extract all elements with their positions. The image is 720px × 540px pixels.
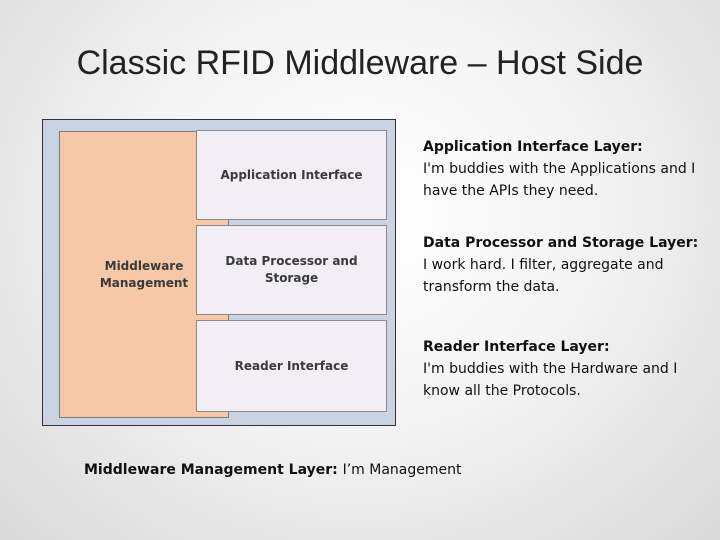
description-text: I work hard. I filter, aggregate and tra…: [423, 257, 664, 295]
data-processor-storage-block: Data Processor and Storage: [196, 225, 387, 315]
middleware-management-label: Middleware Management: [100, 258, 188, 292]
application-interface-block: Application Interface: [196, 130, 387, 220]
description-text: I'm buddies with the Applications and I …: [423, 161, 696, 199]
management-layer-note: Middleware Management Layer: I’m Managem…: [84, 462, 461, 478]
description-text: I'm buddies with the Hardware and I know…: [423, 361, 678, 399]
application-interface-label: Application Interface: [220, 167, 363, 182]
management-label-line1: Middleware: [104, 258, 184, 273]
data-processor-storage-label: Data Processor and Storage: [225, 254, 358, 285]
description-heading: Reader Interface Layer:: [423, 339, 610, 355]
management-label-line2: Management: [99, 275, 189, 290]
data-processor-description: Data Processor and Storage Layer: I work…: [423, 232, 703, 298]
reader-interface-label: Reader Interface: [234, 358, 349, 373]
slide-title: Classic RFID Middleware – Host Side: [76, 44, 644, 82]
description-heading: Data Processor and Storage Layer:: [423, 235, 699, 251]
reader-interface-block: Reader Interface: [196, 320, 387, 412]
reader-interface-description: Reader Interface Layer: I'm buddies with…: [423, 336, 703, 402]
middleware-diagram: Middleware Management Application Interf…: [42, 119, 396, 426]
footer-text: I’m Management: [342, 462, 462, 478]
application-interface-description: Application Interface Layer: I'm buddies…: [423, 136, 703, 202]
description-heading: Application Interface Layer:: [423, 139, 643, 155]
footer-heading: Middleware Management Layer:: [84, 462, 343, 478]
